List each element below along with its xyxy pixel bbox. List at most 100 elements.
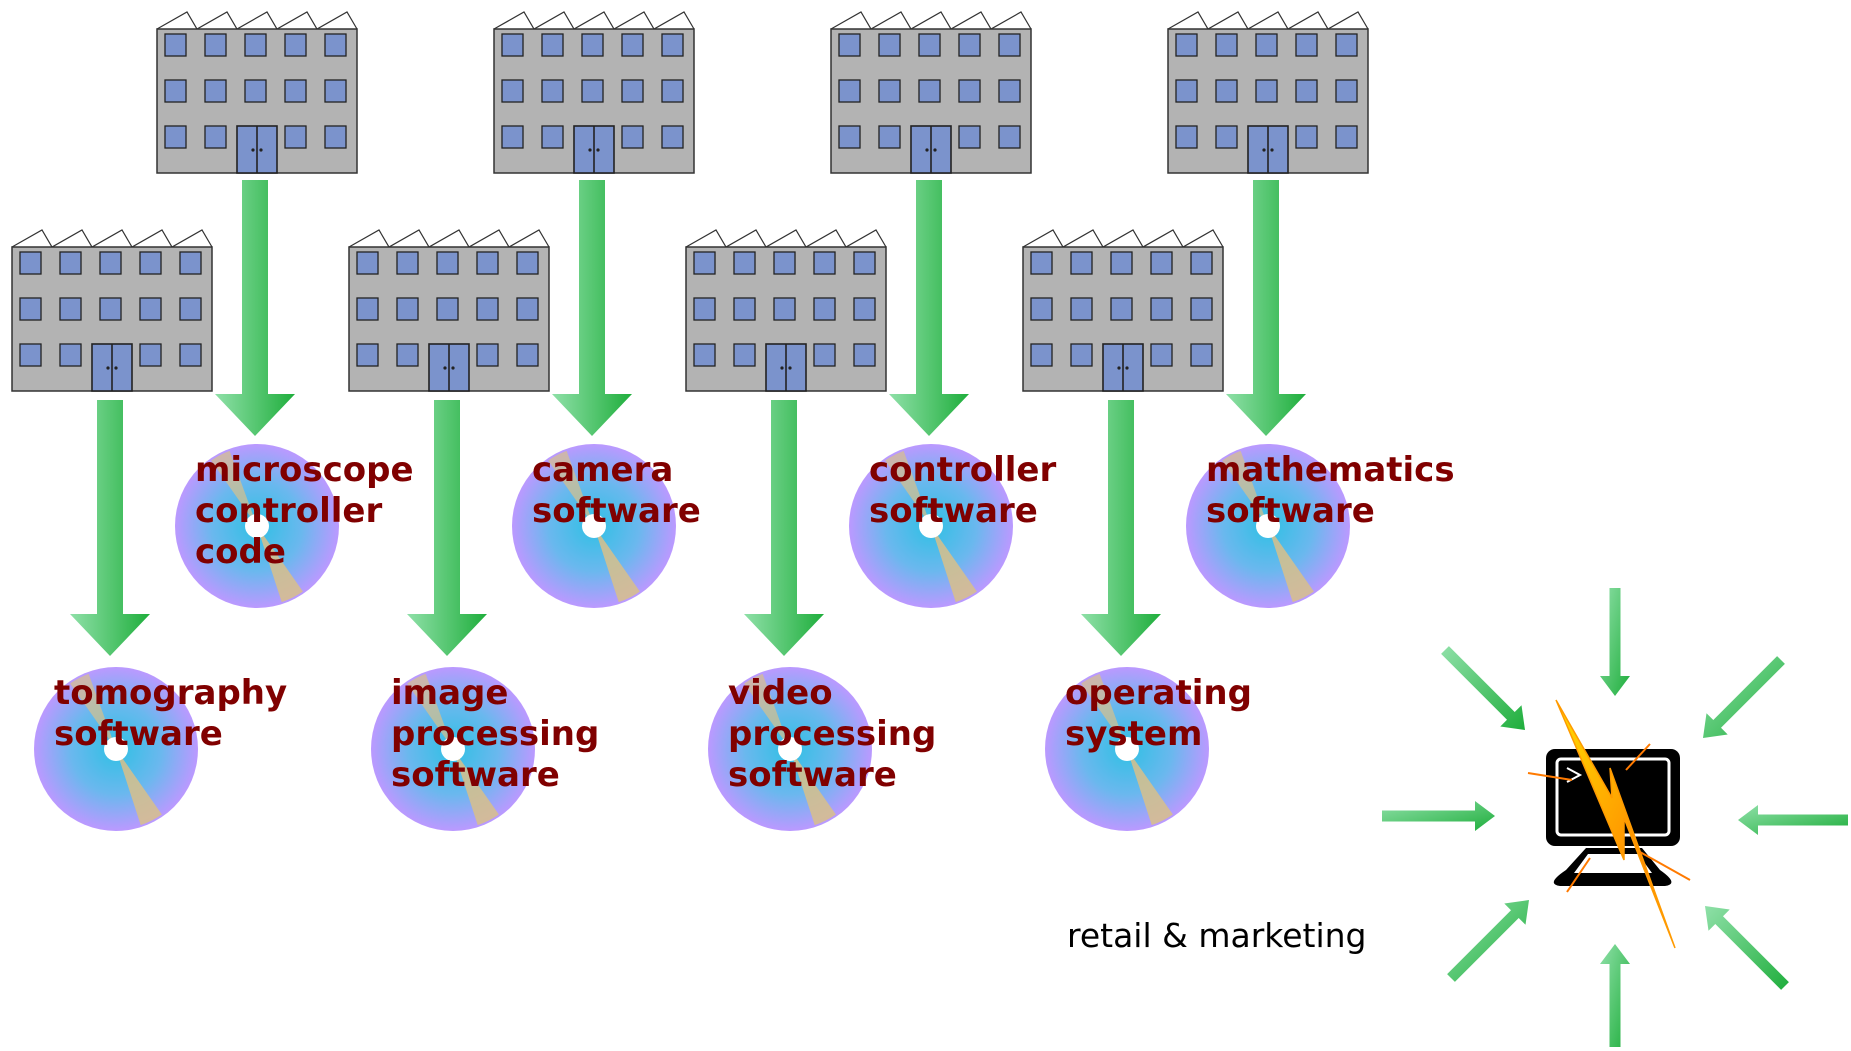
window xyxy=(1335,33,1358,57)
window xyxy=(878,125,901,149)
window xyxy=(1255,33,1278,57)
disc-hole xyxy=(1256,514,1280,538)
window xyxy=(621,79,644,103)
window xyxy=(99,251,122,275)
window xyxy=(501,79,524,103)
window xyxy=(476,343,499,367)
window xyxy=(59,343,82,367)
window xyxy=(179,343,202,367)
window xyxy=(1175,33,1198,57)
window xyxy=(324,125,347,149)
factory-building-icon xyxy=(1167,11,1369,174)
down-arrow-icon xyxy=(1081,400,1161,656)
window xyxy=(581,79,604,103)
window xyxy=(396,297,419,321)
window xyxy=(139,251,162,275)
software-disc-icon xyxy=(1045,667,1209,831)
disc-label-controller: controller software xyxy=(869,450,1056,532)
disc-reflection xyxy=(1127,749,1173,826)
window xyxy=(541,33,564,57)
disc-hole xyxy=(441,737,465,761)
disc-reflection xyxy=(211,450,257,526)
software-disc-icon xyxy=(34,667,198,831)
window xyxy=(1295,125,1318,149)
disc-label-image-processing: image processing software xyxy=(391,673,599,796)
window xyxy=(164,33,187,57)
disc-reflection xyxy=(116,749,162,826)
window xyxy=(356,297,379,321)
down-arrow-icon xyxy=(407,400,487,656)
window xyxy=(1070,343,1093,367)
incoming-arrow-icon xyxy=(1600,944,1630,1047)
door-knob xyxy=(588,148,592,152)
disc-label-operating-system: operating system xyxy=(1065,673,1252,755)
window xyxy=(1110,297,1133,321)
window xyxy=(1255,79,1278,103)
software-disc-icon xyxy=(708,667,872,831)
software-disc-icon xyxy=(512,444,676,608)
incoming-arrow-icon xyxy=(1382,801,1495,831)
window xyxy=(1030,343,1053,367)
disc-reflection xyxy=(257,526,303,603)
window xyxy=(516,297,539,321)
door-knob xyxy=(1262,148,1266,152)
window xyxy=(581,33,604,57)
factory-building-icon xyxy=(685,229,887,392)
disc-label-tomography: tomography software xyxy=(54,673,287,755)
software-disc-icon xyxy=(175,444,339,608)
window xyxy=(59,251,82,275)
disc-hole xyxy=(1115,737,1139,761)
roof xyxy=(11,229,213,248)
window xyxy=(838,33,861,57)
label-line: software xyxy=(391,755,560,795)
window xyxy=(773,251,796,275)
window xyxy=(621,33,644,57)
down-arrow-icon xyxy=(552,180,632,436)
window xyxy=(998,79,1021,103)
incoming-arrow-icon xyxy=(1705,906,1789,990)
disc-label-microscope: microscope controller code xyxy=(195,450,414,573)
window xyxy=(1030,251,1053,275)
window xyxy=(436,251,459,275)
label-line: mathematics xyxy=(1206,450,1455,490)
window xyxy=(1190,297,1213,321)
window xyxy=(541,125,564,149)
window xyxy=(1110,251,1133,275)
spark xyxy=(1625,743,1651,771)
disc-reflection xyxy=(885,450,931,526)
window xyxy=(501,125,524,149)
disc-reflection xyxy=(594,526,640,603)
incoming-arrow-icon xyxy=(1600,588,1630,696)
window xyxy=(998,125,1021,149)
window xyxy=(164,125,187,149)
bolt-shape xyxy=(1555,699,1676,949)
window xyxy=(284,33,307,57)
stand-highlight xyxy=(1574,854,1652,873)
down-arrow-icon xyxy=(1226,180,1306,436)
window xyxy=(501,33,524,57)
window xyxy=(1215,125,1238,149)
window xyxy=(1295,79,1318,103)
window xyxy=(204,125,227,149)
window xyxy=(476,251,499,275)
software-disc-icon xyxy=(1186,444,1350,608)
software-disc-icon xyxy=(371,667,535,831)
window xyxy=(1215,79,1238,103)
factory-building-icon xyxy=(11,229,213,392)
window xyxy=(356,251,379,275)
window xyxy=(998,33,1021,57)
window xyxy=(164,79,187,103)
window xyxy=(1175,79,1198,103)
window xyxy=(541,79,564,103)
factory-building-icon xyxy=(493,11,695,174)
window xyxy=(813,343,836,367)
door-knob xyxy=(259,148,263,152)
window xyxy=(1335,79,1358,103)
down-arrow-icon xyxy=(744,400,824,656)
label-line: video xyxy=(728,673,833,713)
roof xyxy=(1167,11,1369,30)
disc-reflection xyxy=(931,526,977,603)
window xyxy=(958,79,981,103)
label-line: image xyxy=(391,673,509,713)
